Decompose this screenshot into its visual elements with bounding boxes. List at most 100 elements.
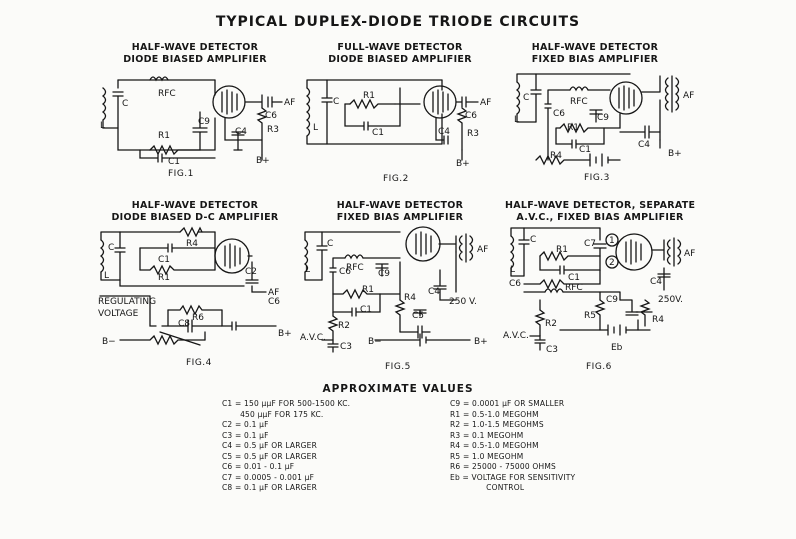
- fig5-rfc: [344, 254, 364, 260]
- fig4-coil-l: [99, 239, 105, 273]
- fig4-label-c1: C1: [158, 255, 170, 265]
- fig2-title-line2: DIODE BIASED AMPLIFIER: [328, 54, 472, 65]
- fig4-label-l: L: [104, 271, 109, 281]
- fig3-label-c4: C4: [638, 140, 650, 150]
- fig6-label-v250: 250V.: [658, 295, 683, 305]
- fig6-label-r2: R2: [545, 319, 557, 329]
- value-c8: C8 = 0.1 μF OR LARGER: [222, 483, 317, 492]
- fig1-rfc: [149, 76, 169, 82]
- fig5-label: FIG.5: [385, 362, 411, 372]
- fig5-title-line2: FIXED BIAS AMPLIFIER: [336, 212, 464, 223]
- value-c1-b: 450 μμF FOR 175 KC.: [222, 409, 324, 419]
- fig4-title-line1: HALF-WAVE DETECTOR: [131, 200, 259, 211]
- fig5-title: HALF-WAVE DETECTOR FIXED BIAS AMPLIFIER: [320, 200, 480, 224]
- fig2-r3: [456, 107, 468, 151]
- fig5-label-c3: C3: [340, 342, 352, 352]
- fig5-label-r4: R4: [404, 293, 416, 303]
- fig3-r4: [535, 154, 591, 166]
- value-r4: R4 = 0.5-1.0 MEGOHM: [450, 441, 539, 450]
- value-c7: C7 = 0.0005 - 0.001 μF: [222, 472, 315, 482]
- fig5-label-bplus: B+: [474, 337, 488, 347]
- fig4-tube: [214, 238, 250, 274]
- fig3-label: FIG.3: [584, 173, 610, 183]
- fig1-coil-l: [101, 87, 107, 121]
- value-r3: R3 = 0.1 MEGOHM: [450, 430, 524, 440]
- fig3-label-l: L: [514, 115, 519, 125]
- value-r2: R2 = 1.0-1.5 MEGOHMS: [450, 420, 544, 429]
- fig1-label: FIG.1: [168, 169, 194, 179]
- fig3-schematic: L C RFC C6 C9 R1 C1 R4 C4 AF B+: [514, 73, 694, 167]
- fig3-title-line2: FIXED BIAS AMPLIFIER: [531, 54, 659, 65]
- fig6-label-c9: C9: [606, 295, 618, 305]
- fig5-label-avc: A.V.C.: [300, 333, 326, 343]
- fig2-label-r3: R3: [467, 129, 479, 139]
- fig3-label-c6: C6: [553, 109, 565, 119]
- fig5-schematic: L C RFC C6 C9 R1 C1 R4 C5 C4 R2 C3 A.V.C…: [300, 226, 488, 353]
- fig3-label-c: C: [523, 93, 529, 103]
- fig3-label-c1: C1: [579, 145, 591, 155]
- fig3-transformer: [664, 75, 680, 113]
- fig5-r4: [394, 299, 406, 333]
- fig3-title-line1: HALF-WAVE DETECTOR: [531, 42, 659, 53]
- fig2-label-r1: R1: [363, 91, 375, 101]
- fig1-label-r3: R3: [267, 125, 279, 135]
- fig5-coil-l: [303, 239, 309, 273]
- fig4-title: HALF-WAVE DETECTOR DIODE BIASED D-C AMPL…: [105, 200, 285, 224]
- fig6-title-line1: HALF-WAVE DETECTOR, SEPARATE: [505, 200, 696, 211]
- value-c9: C9 = 0.0001 μF OR SMALLER: [450, 399, 565, 408]
- fig6-label-r4: R4: [652, 315, 664, 325]
- fig6-schematic: L C R1 C1 C7 C6 RFC C9 R5 R4 C4 R2 C3 Eb…: [503, 227, 695, 355]
- value-r6: R6 = 25000 - 75000 OHMS: [450, 462, 556, 471]
- fig2-r1: [349, 98, 396, 110]
- fig1-label-rfc: RFC: [158, 89, 176, 99]
- fig4-label-c8: C8: [178, 319, 190, 329]
- fig6-label-rfc: RFC: [565, 283, 583, 293]
- fig2-label-af: AF: [480, 98, 491, 108]
- fig4-label-c2: C2: [245, 267, 257, 277]
- value-r5: R5 = 1.0 MEGOHM: [450, 451, 524, 461]
- fig6-r2: [534, 309, 546, 337]
- fig3-label-r1: R1: [567, 123, 579, 133]
- fig3-rfc: [569, 86, 589, 92]
- fig5-label-af: AF: [477, 245, 488, 255]
- fig4-label-r4: R4: [186, 239, 198, 249]
- fig6-title-line2: A.V.C., FIXED BIAS AMPLIFIER: [516, 212, 684, 223]
- fig6-label-c4: C4: [650, 277, 662, 287]
- value-c3: C3 = 0.1 μF: [222, 430, 269, 440]
- fig5-tube: [405, 226, 441, 262]
- fig4-label-af: AF: [268, 288, 279, 298]
- fig6-rfc: [544, 288, 564, 294]
- values-right-column: C9 = 0.0001 μF OR SMALLER R1 = 0.5-1.0 M…: [450, 399, 575, 494]
- fig4-r4: [179, 226, 203, 238]
- fig6-transformer: [666, 237, 682, 267]
- fig1-label-bplus: B+: [256, 156, 270, 166]
- fig5-title-line1: HALF-WAVE DETECTOR: [336, 200, 464, 211]
- values-left-column: C1 = 150 μμF FOR 500-1500 KC. 450 μμF FO…: [222, 399, 350, 494]
- fig1-label-af: AF: [284, 98, 295, 108]
- fig3-coil-l: [515, 81, 521, 115]
- fig6-label-r5: R5: [584, 311, 596, 321]
- value-c4: C4 = 0.5 μF OR LARGER: [222, 441, 317, 450]
- fig4-label-c: C: [108, 243, 114, 253]
- fig6-r1: [539, 250, 601, 262]
- value-c5: C5 = 0.5 μF OR LARGER: [222, 451, 317, 461]
- fig4-label: FIG.4: [186, 358, 212, 368]
- fig3-label-bplus: B+: [668, 149, 682, 159]
- fig1-label-c1: C1: [168, 157, 180, 167]
- fig1-r1: [149, 117, 216, 156]
- fig1-label-c4: C4: [235, 127, 247, 137]
- fig5-label-c: C: [327, 239, 333, 249]
- value-c6: C6 = 0.01 - 0.1 μF: [222, 462, 295, 471]
- fig5-label-c9: C9: [378, 269, 390, 279]
- fig6-r5: [594, 299, 606, 331]
- fig1-r3: [256, 107, 268, 141]
- fig5-label-l: L: [305, 265, 310, 275]
- fig6-label-c3: C3: [546, 345, 558, 355]
- fig3-label-af: AF: [683, 91, 694, 101]
- fig4-schematic: L C R4 C1 R1 C2 R6 C8 C6 AF B+ B− REGULA…: [98, 226, 292, 347]
- fig4-label-reg2: VOLTAGE: [98, 309, 139, 319]
- fig1-title-line1: HALF-WAVE DETECTOR: [131, 42, 259, 53]
- fig3-tube: [609, 81, 643, 115]
- fig2-label: FIG.2: [383, 174, 409, 184]
